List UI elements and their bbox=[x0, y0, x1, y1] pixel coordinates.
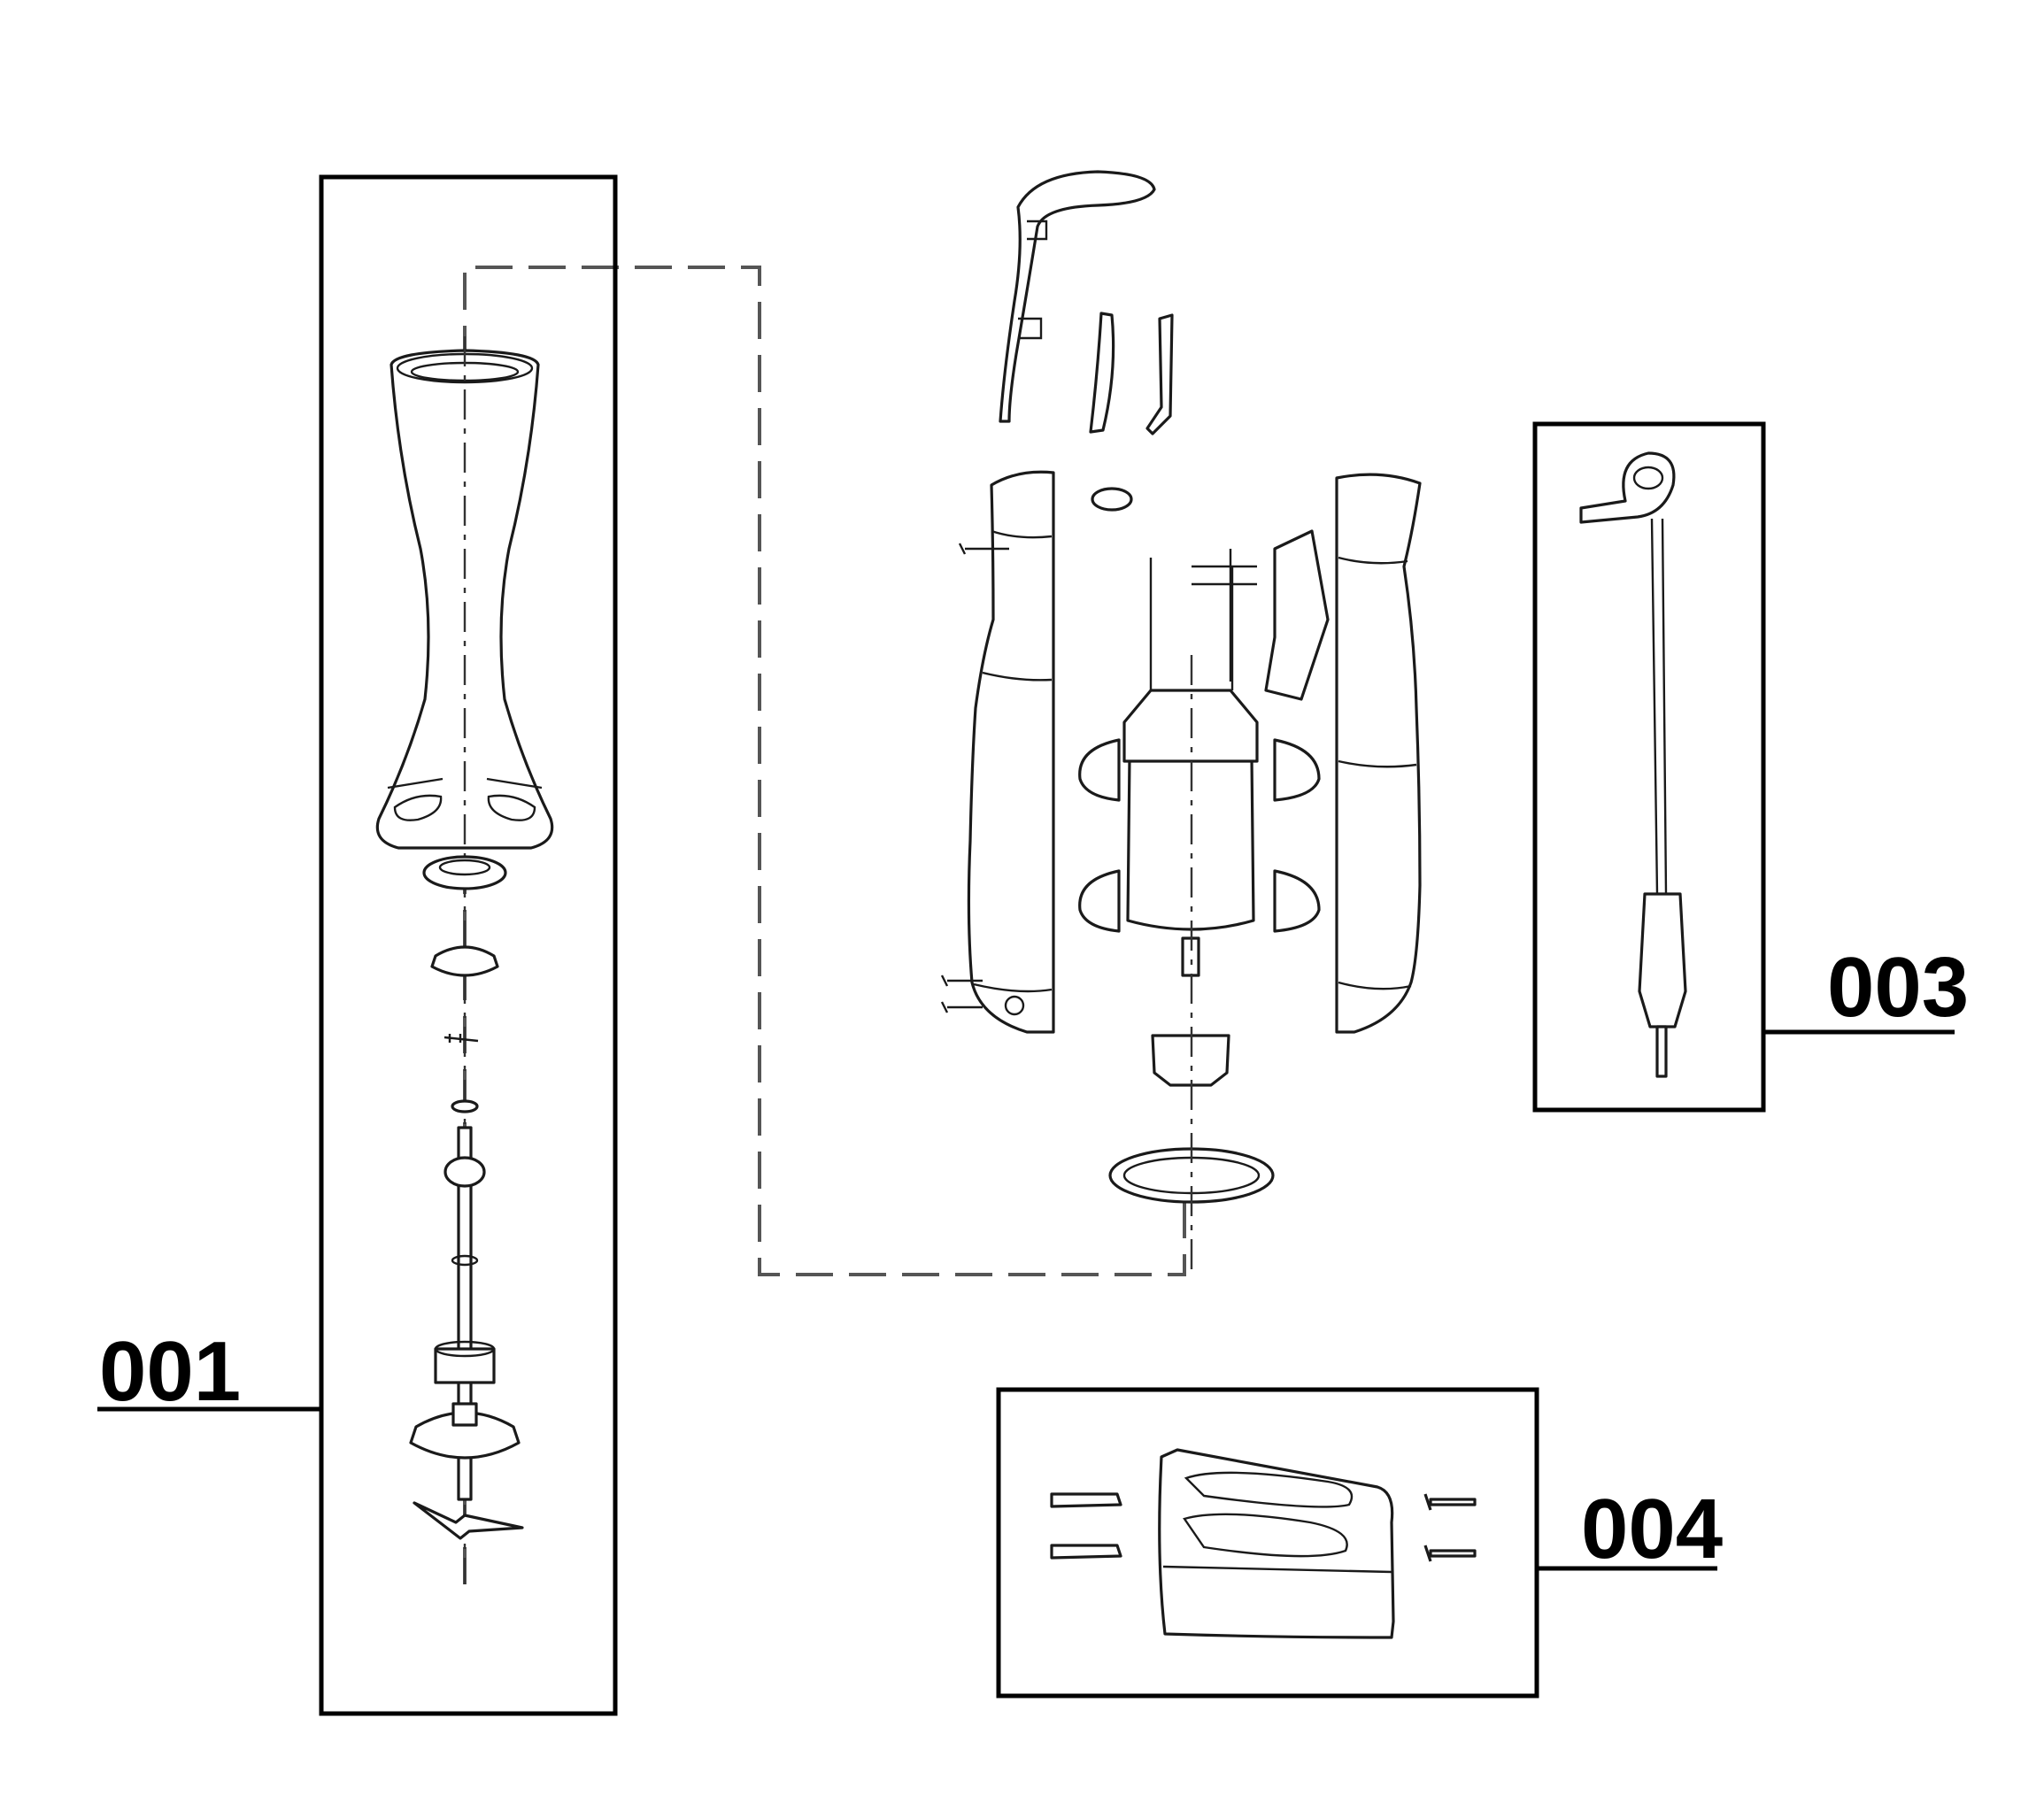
shaft-bearing bbox=[444, 1156, 486, 1188]
blade-guard-hub bbox=[451, 1402, 478, 1427]
wall-mount-slot-top bbox=[1184, 1471, 1354, 1508]
motor-clip-lower-left bbox=[1078, 869, 1121, 933]
motor-clip-upper-left bbox=[1078, 738, 1121, 802]
retaining-clip bbox=[444, 1034, 479, 1043]
housing-screw-bottom-1 bbox=[940, 975, 983, 987]
washer bbox=[451, 1099, 479, 1113]
cord-strain-relief-top bbox=[1579, 451, 1676, 524]
power-cord bbox=[1650, 518, 1668, 895]
assembly-001-label: 001 bbox=[99, 1324, 241, 1419]
housing-screw-bottom-2 bbox=[940, 1001, 983, 1013]
motor-cap-ring bbox=[1091, 487, 1133, 512]
motor-housing-group bbox=[940, 170, 1422, 1275]
motor-clip-lower-right bbox=[1273, 869, 1321, 933]
shaft-oring bbox=[451, 1254, 479, 1267]
wall-plug-2 bbox=[1050, 1544, 1122, 1560]
housing-shell-right bbox=[1335, 473, 1422, 1034]
shaft-housing bbox=[375, 349, 554, 850]
speed-switch-board bbox=[1264, 529, 1330, 701]
cord-grommet bbox=[1632, 466, 1664, 490]
housing-window-line-left bbox=[387, 777, 444, 790]
housing-shell-left bbox=[967, 470, 1055, 1034]
assembly-003-box bbox=[1532, 421, 1766, 1113]
wall-screw-2 bbox=[1423, 1545, 1477, 1562]
speed-switch-leads bbox=[1192, 549, 1257, 682]
seal-ring bbox=[422, 855, 507, 890]
switch-rocker bbox=[1089, 312, 1115, 434]
housing-screw-top bbox=[958, 543, 1009, 555]
motor-clip-upper-right bbox=[1273, 738, 1321, 802]
bushing bbox=[430, 945, 499, 977]
assembly-003-group: 003 bbox=[1532, 421, 1969, 1113]
assembly-connector-line bbox=[463, 266, 1186, 1584]
blade-guard bbox=[409, 1411, 521, 1460]
assembly-003-label: 003 bbox=[1827, 940, 1969, 1035]
cord-plug-body bbox=[1638, 892, 1687, 1028]
assembly-004-label: 004 bbox=[1581, 1482, 1723, 1576]
seal-ring-inner bbox=[438, 859, 491, 876]
wall-mount-base-line bbox=[1162, 1565, 1392, 1574]
housing-shell-left-band bbox=[973, 529, 1053, 993]
switch-bracket bbox=[1145, 313, 1174, 435]
wall-mount-slot-bottom bbox=[1183, 1513, 1348, 1558]
wall-mount-bracket bbox=[1158, 1448, 1395, 1639]
assembly-004-group: 004 bbox=[996, 1387, 1723, 1699]
drive-coupler bbox=[1151, 1034, 1230, 1087]
wall-screw-1 bbox=[1423, 1493, 1477, 1511]
housing-shell-right-band bbox=[1338, 556, 1417, 990]
cord-plug-pin bbox=[1655, 1025, 1668, 1078]
button-cover-tab bbox=[1018, 220, 1048, 340]
cutting-blade bbox=[413, 1501, 524, 1540]
housing-window-right bbox=[487, 794, 536, 821]
assembly-004-box bbox=[996, 1387, 1539, 1699]
housing-window-line-right bbox=[486, 777, 543, 790]
housing-screw-hole bbox=[1004, 995, 1025, 1016]
bearing-sleeve-top bbox=[434, 1340, 496, 1358]
assembly-001-box bbox=[319, 174, 618, 1716]
assembly-001-group: 001 bbox=[97, 174, 618, 1716]
wall-plug-1 bbox=[1050, 1492, 1122, 1508]
button-cover bbox=[999, 170, 1156, 423]
housing-window-left bbox=[393, 794, 443, 821]
